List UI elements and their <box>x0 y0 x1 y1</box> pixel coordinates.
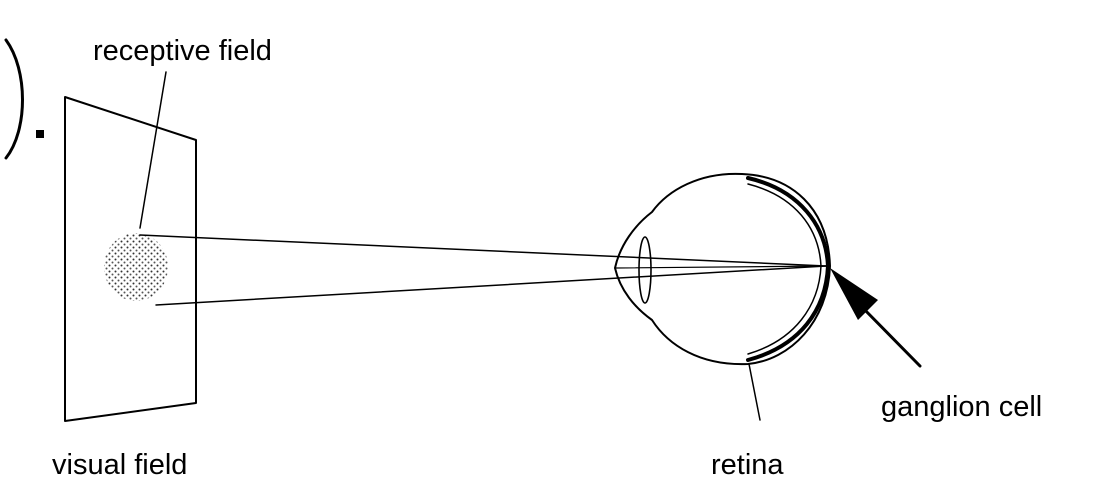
ganglion-cell-label: ganglion cell <box>881 391 1042 423</box>
retina-layer <box>746 176 830 362</box>
ganglion-cell-arrowhead <box>830 268 878 320</box>
ganglion-cell-arrow-shaft <box>858 303 922 368</box>
lens <box>638 236 652 304</box>
cropped-period-fragment <box>36 130 44 138</box>
receptive-field-label: receptive field <box>93 35 272 67</box>
projection-line-top <box>139 234 827 267</box>
visual-field-label: visual field <box>52 449 187 481</box>
retina-inner-layer <box>747 183 822 355</box>
retina-label: retina <box>711 449 784 481</box>
eye-outline <box>614 172 831 366</box>
projection-line-bottom <box>155 265 827 306</box>
visual-field-plane <box>64 96 197 422</box>
receptive-field-leader <box>139 71 167 229</box>
receptive-field-disc <box>104 233 168 301</box>
retina-leader <box>748 363 761 421</box>
cropped-paren-fragment <box>4 38 24 160</box>
